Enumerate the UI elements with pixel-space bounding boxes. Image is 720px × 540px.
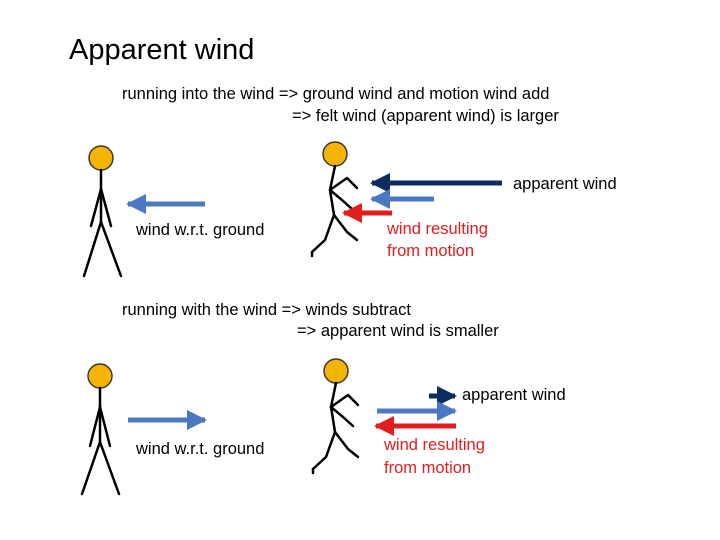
ground-wind-label: wind w.r.t. ground <box>136 221 265 239</box>
section1-line2: => felt wind (apparent wind) is larger <box>292 107 559 125</box>
motion-wind-label-line2: from motion <box>387 242 475 260</box>
motion-wind-label-line1: wind resulting <box>384 436 485 454</box>
standing-stick-figure-icon <box>80 363 121 496</box>
section1-line1: running into the wind => ground wind and… <box>122 85 550 103</box>
apparent-wind-label: apparent wind <box>513 175 617 193</box>
running-stick-figure-icon <box>311 358 360 475</box>
motion-wind-label-line2: from motion <box>384 459 472 477</box>
running-stick-figure-icon <box>310 141 359 258</box>
page-title: Apparent wind <box>69 34 255 66</box>
apparent-wind-label: apparent wind <box>462 386 566 404</box>
section2-line1: running with the wind => winds subtract <box>122 301 411 319</box>
ground-wind-label: wind w.r.t. ground <box>136 440 265 458</box>
motion-wind-label-line1: wind resulting <box>387 220 488 238</box>
standing-stick-figure-icon <box>82 145 123 278</box>
section2-line2: => apparent wind is smaller <box>297 322 499 340</box>
